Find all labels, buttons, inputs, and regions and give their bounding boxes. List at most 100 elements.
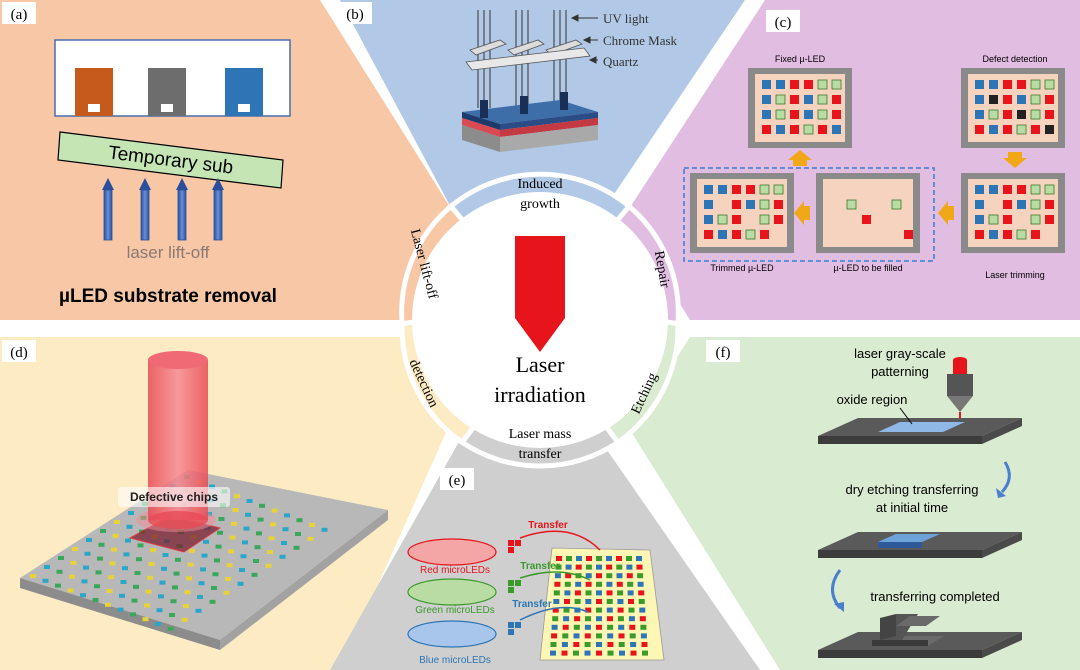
- array-chip: [257, 517, 264, 522]
- array-chip: [159, 580, 166, 585]
- target-led: [607, 624, 614, 630]
- target-led: [596, 590, 602, 596]
- center-title-line1: Laser: [516, 352, 566, 377]
- target-led: [585, 564, 592, 570]
- red-chip-cluster: [508, 540, 521, 553]
- array-chip: [150, 548, 156, 553]
- target-led: [585, 599, 592, 604]
- target-led: [574, 599, 581, 604]
- array-chip: [158, 594, 164, 599]
- array-chip: [184, 590, 191, 595]
- target-led: [641, 642, 648, 647]
- target-led: [606, 556, 612, 561]
- target-led: [584, 633, 591, 639]
- center-title-line2: irradiation: [494, 382, 586, 407]
- array-chip: [237, 581, 244, 586]
- transfer-label-green: Transfer: [520, 561, 560, 572]
- array-chip: [67, 588, 74, 593]
- panel-c-flow-arrows: [788, 150, 1027, 225]
- array-chip: [253, 559, 259, 563]
- array-chip: [259, 503, 265, 508]
- array-chip: [223, 590, 230, 595]
- defective-chips-label-box: [118, 487, 230, 507]
- blue-wafer: [407, 620, 497, 648]
- array-chip: [145, 589, 152, 594]
- target-led: [626, 564, 633, 570]
- panel-a: (a) Temporary sub laser lift-off µLED su…: [2, 2, 291, 307]
- array-chip: [80, 593, 86, 598]
- target-led: [629, 633, 636, 639]
- array-chip: [197, 595, 203, 599]
- target-led: [554, 581, 561, 587]
- target-led: [628, 616, 635, 622]
- target-led: [616, 556, 622, 561]
- array-chip: [217, 530, 223, 535]
- array-chip: [201, 553, 208, 558]
- grid-to-be-filled: [846, 199, 913, 239]
- target-led: [606, 564, 613, 570]
- array-chip: [212, 572, 219, 577]
- array-chip: [181, 617, 188, 622]
- target-led: [606, 590, 613, 596]
- target-led: [638, 599, 645, 604]
- array-chip: [254, 545, 261, 550]
- target-led: [585, 590, 592, 596]
- target-led-grid: [550, 556, 648, 656]
- target-led: [617, 599, 624, 604]
- fixed-led-label: Fixed µ-LED: [775, 54, 826, 64]
- array-chip: [95, 570, 102, 575]
- array-chip: [81, 579, 88, 584]
- target-led: [575, 564, 582, 570]
- laser-lift-off-text: laser lift-off: [127, 243, 210, 262]
- panel-b-label-box: [338, 2, 372, 24]
- trimmed-led-label: Trimmed µ-LED: [710, 263, 774, 273]
- target-led: [575, 581, 582, 587]
- array-chip: [281, 541, 287, 545]
- laser-arrow-1: [102, 178, 114, 241]
- target-led: [607, 650, 614, 656]
- oxide-pointer: [899, 407, 913, 425]
- target-led: [596, 650, 602, 656]
- target-led: [563, 616, 570, 622]
- array-chip: [83, 565, 89, 570]
- gray-scale-line2: patterning: [871, 364, 929, 379]
- array-chip: [279, 554, 286, 559]
- target-led: [584, 650, 591, 656]
- target-led: [563, 607, 570, 613]
- grid-trimming: [975, 184, 1055, 240]
- target-led: [564, 581, 571, 587]
- array-chip: [234, 494, 240, 499]
- array-chip: [209, 484, 215, 489]
- array-chip: [125, 538, 131, 543]
- target-led: [596, 633, 602, 639]
- target-led: [566, 556, 572, 561]
- laser-beam-top: [148, 351, 208, 369]
- target-led: [561, 642, 568, 647]
- array-chip: [144, 603, 150, 608]
- array-chip: [271, 508, 278, 513]
- target-led: [606, 581, 613, 587]
- target-led: [550, 650, 556, 656]
- array-chip: [30, 574, 36, 578]
- panel-b: (b) UV light: [338, 2, 678, 152]
- array-chip: [240, 554, 247, 559]
- array-chip: [72, 547, 78, 551]
- array-chip: [44, 565, 50, 569]
- panel-b-label: (b): [346, 7, 364, 23]
- array-chip: [133, 584, 139, 589]
- target-led: [606, 607, 613, 613]
- transfer-label-red: Transfer: [528, 520, 568, 531]
- array-chip: [267, 550, 273, 554]
- array-chip: [170, 599, 177, 604]
- target-led: [585, 581, 592, 587]
- target-led: [551, 624, 558, 630]
- array-chip: [119, 593, 125, 598]
- target-led: [552, 607, 559, 613]
- ring-label-laser-mass-transfer-1: Laser mass: [509, 427, 572, 442]
- array-chip: [161, 566, 167, 571]
- chrome-mask-label: Chrome Mask: [603, 33, 678, 48]
- target-led: [616, 573, 623, 579]
- target-led: [573, 642, 580, 647]
- target-led: [626, 573, 633, 579]
- target-led: [639, 616, 646, 622]
